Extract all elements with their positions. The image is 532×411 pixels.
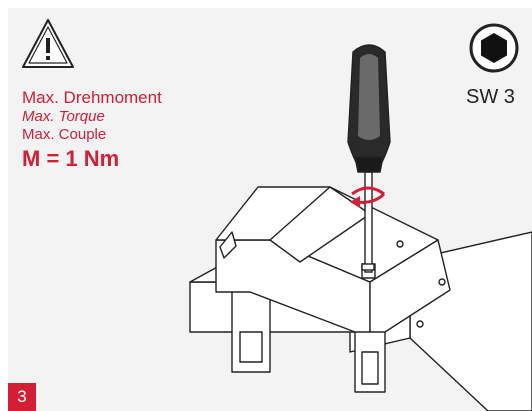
torque-label-en: Max. Torque — [22, 108, 105, 126]
hex-key-icon — [469, 23, 519, 73]
torque-value: M = 1 Nm — [22, 146, 120, 172]
assembly-illustration — [189, 44, 532, 411]
step-number-badge: 3 — [8, 383, 36, 411]
warning-icon — [22, 19, 74, 68]
housing-right — [369, 239, 451, 333]
torque-info: Max. Drehmoment Max. Torque Max. Couple … — [22, 88, 162, 173]
tool-size-label: SW 3 — [466, 86, 515, 108]
rotation-arrow-icon — [350, 186, 386, 208]
torque-label-fr: Max. Couple — [22, 126, 107, 144]
torque-label-de: Max. Drehmoment — [22, 88, 162, 107]
screwdriver-handle — [347, 44, 391, 173]
